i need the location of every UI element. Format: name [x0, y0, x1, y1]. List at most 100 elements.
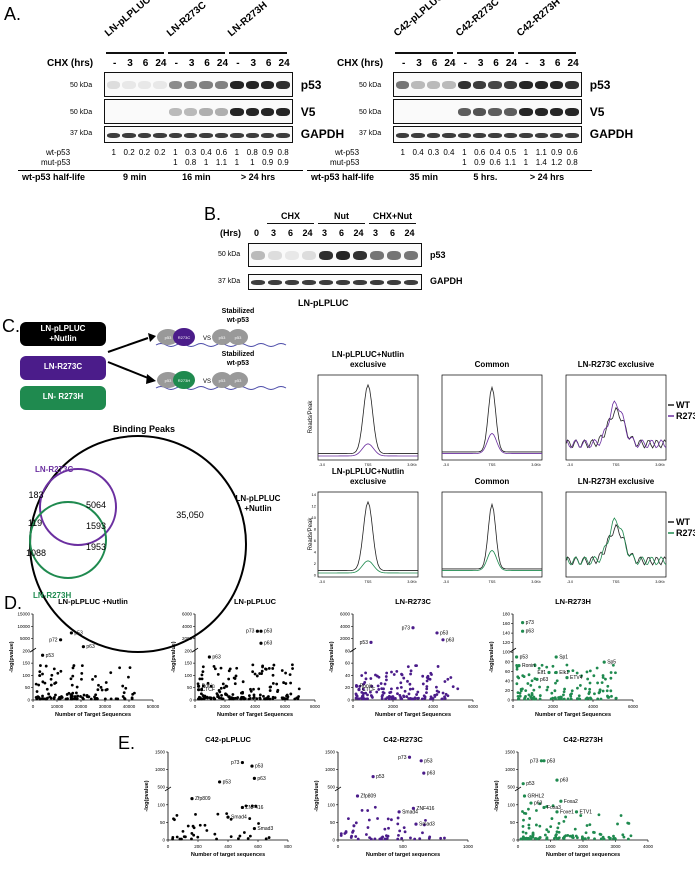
y-tick-label: 160 [502, 621, 510, 626]
labeled-point [521, 782, 525, 786]
data-point [443, 695, 446, 699]
mut-value: 0.9 [262, 158, 274, 167]
data-point [103, 697, 107, 701]
data-point [609, 689, 613, 693]
data-point [550, 691, 554, 695]
data-point [409, 836, 412, 840]
data-point [240, 691, 243, 695]
data-point [411, 687, 415, 691]
data-point [556, 826, 560, 830]
data-point [387, 826, 390, 830]
group-label: Nut [334, 211, 349, 221]
data-point [379, 682, 383, 685]
data-point [231, 693, 235, 696]
data-point [446, 694, 450, 698]
band [336, 280, 350, 285]
blot-gapdh [104, 126, 293, 143]
band [302, 251, 316, 260]
band [319, 251, 333, 260]
data-point [385, 837, 389, 840]
band [534, 81, 548, 89]
labeled-point [240, 760, 244, 765]
data-point [361, 687, 365, 691]
data-point [272, 663, 276, 667]
data-point [200, 677, 204, 681]
data-point [573, 827, 577, 831]
labeled-point [565, 676, 569, 680]
data-point [537, 666, 541, 670]
blot-p53 [248, 243, 422, 267]
band [353, 280, 367, 285]
data-point [235, 696, 239, 700]
data-point [609, 676, 613, 680]
labeled-point [226, 815, 230, 819]
y-tick-label: 4000 [182, 624, 193, 629]
y-tick-label: 100 [502, 650, 510, 655]
wt-value: 0.2 [154, 148, 166, 157]
data-point [96, 697, 99, 701]
data-point [180, 837, 183, 841]
data-point [267, 836, 271, 839]
data-point [567, 669, 570, 673]
data-point [421, 674, 425, 678]
data-point [557, 697, 561, 701]
y-tick-label: 1500 [505, 750, 516, 755]
cell-line-label: LN-pLPLUC [298, 298, 349, 308]
data-point [409, 672, 412, 676]
data-point [529, 695, 533, 699]
band [473, 108, 487, 116]
data-point [219, 666, 223, 670]
data-point [216, 672, 220, 676]
labeled-point [539, 759, 544, 763]
data-point [217, 689, 221, 692]
axis-break [191, 647, 199, 653]
data-point [570, 689, 574, 693]
labeled-point [357, 688, 361, 692]
data-point [344, 830, 348, 833]
x-tick-label: 2000 [388, 704, 399, 709]
data-point [626, 837, 630, 841]
data-point [255, 674, 259, 678]
data-point [352, 824, 356, 828]
point-label: Foxa2 [564, 799, 578, 805]
point-label: p63 [560, 778, 569, 784]
data-point [413, 696, 417, 700]
data-point [400, 837, 404, 840]
data-point [593, 837, 596, 841]
group-bar [456, 52, 515, 54]
data-point [271, 667, 275, 670]
band [370, 280, 384, 285]
data-point [592, 831, 596, 834]
wt-value: 1.1 [535, 148, 547, 157]
data-point [192, 826, 196, 830]
data-point [518, 694, 522, 698]
data-point [109, 697, 113, 701]
mut-value: 0.9 [474, 158, 486, 167]
data-point [74, 697, 78, 700]
data-point [569, 693, 572, 697]
data-point [206, 696, 209, 700]
data-point [562, 819, 566, 823]
data-point [430, 673, 433, 676]
point-label: Foxe1 [560, 809, 574, 815]
data-point [422, 694, 426, 698]
plot-title: C42-R273C [383, 735, 423, 744]
labeled-point [81, 645, 85, 649]
x-tick-label: 2000 [578, 844, 589, 849]
y-tick-label: 150 [184, 661, 192, 666]
y-axis-label: -log(pvalue) [171, 641, 177, 672]
data-point [194, 813, 197, 816]
data-point [545, 688, 549, 692]
data-point [430, 697, 434, 701]
data-point [563, 687, 566, 691]
data-point [369, 677, 373, 680]
timepoint-label: 24 [567, 58, 579, 69]
data-point [80, 664, 84, 668]
data-point [249, 687, 252, 691]
band [199, 133, 213, 138]
band [519, 133, 533, 138]
band [565, 133, 579, 138]
data-point [70, 683, 74, 687]
data-point [56, 671, 60, 675]
